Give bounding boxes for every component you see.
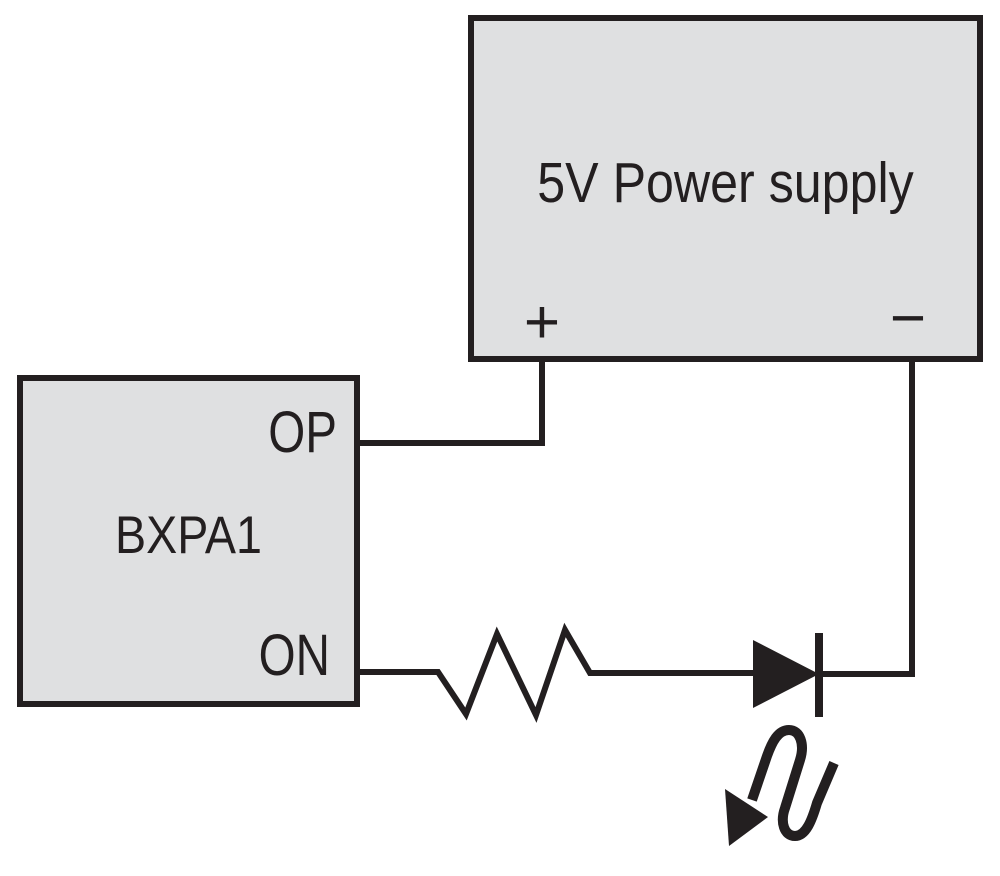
- pin-on-label: ON: [258, 623, 330, 688]
- wire-diode-to-minus: [819, 360, 915, 677]
- plus-terminal-label: +: [523, 288, 561, 357]
- bxpa1-module-box: [17, 375, 360, 707]
- minus-terminal-label: −: [889, 284, 927, 353]
- resistor-symbol: [360, 622, 755, 723]
- light-emission-arrow-icon: [725, 724, 839, 846]
- light-arrow-head: [725, 789, 768, 846]
- wire-op-to-plus: [360, 359, 545, 446]
- pin-op-label: OP: [268, 400, 337, 465]
- power-supply-label: 5V Power supply: [537, 151, 914, 215]
- bxpa1-module-label: BXPA1: [115, 506, 262, 565]
- light-arrow-squiggle: [747, 724, 839, 842]
- power-supply-box: [468, 15, 983, 362]
- diode-triangle: [753, 640, 819, 708]
